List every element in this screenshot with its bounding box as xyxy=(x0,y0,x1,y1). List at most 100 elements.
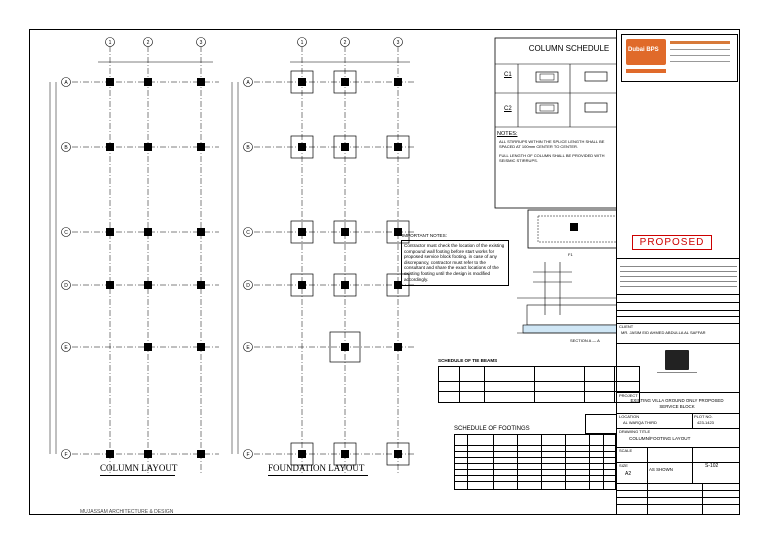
grid-bubble xyxy=(61,449,71,459)
grid-label: B xyxy=(246,145,250,151)
grid-label: A xyxy=(246,80,250,86)
column-mark xyxy=(341,343,349,351)
column-mark xyxy=(197,78,205,86)
grid-bubble xyxy=(243,342,253,352)
grid-label: A xyxy=(64,80,68,86)
sheet-number: S-102 xyxy=(705,463,719,469)
column-mark xyxy=(144,78,152,86)
size-value: A2 xyxy=(625,471,632,477)
tie-beam-schedule-title: SCHEDULE OF TIE BEAMS xyxy=(438,358,498,363)
sheet-border xyxy=(29,29,740,515)
column-mark xyxy=(394,78,402,86)
size-label: SIZE xyxy=(619,463,628,468)
grid-label: D xyxy=(64,283,68,289)
location-value: AL WARQA THIRD xyxy=(623,420,657,425)
column-mark xyxy=(394,281,402,289)
c2-label: C2 xyxy=(504,106,512,112)
column-mark xyxy=(341,228,349,236)
footing-mark xyxy=(329,331,361,363)
dubai-bps-logo xyxy=(626,39,666,65)
proposed-stamp: PROPOSED xyxy=(632,235,712,250)
grid-label: B xyxy=(64,145,68,151)
grid-label: F xyxy=(246,452,249,458)
c1-section xyxy=(535,71,559,83)
column-mark xyxy=(144,143,152,151)
column-mark xyxy=(144,450,152,458)
grid-bubble xyxy=(196,37,206,47)
footing-schedule-title: SCHEDULE OF FOOTINGS xyxy=(454,426,530,432)
drawing-title-value: COLUMN/FOOTING LAYOUT xyxy=(629,436,691,441)
column-mark xyxy=(144,343,152,351)
grid-bubble xyxy=(297,37,307,47)
footing-mark xyxy=(386,135,410,159)
grid-label: C xyxy=(246,230,250,236)
grid-bubble xyxy=(61,227,71,237)
column-mark xyxy=(394,228,402,236)
column-layout-title: COLUMN LAYOUT xyxy=(100,463,178,473)
grid-label: 1 xyxy=(109,40,112,46)
grid-bubble xyxy=(243,227,253,237)
notes-title: NOTES: xyxy=(497,131,518,137)
grid-bubble xyxy=(243,280,253,290)
footing-mark xyxy=(290,135,314,159)
column-mark xyxy=(298,143,306,151)
drawing-title-label: DRAWING TITLE xyxy=(619,429,651,434)
foundation-layout-title: FOUNDATION LAYOUT xyxy=(268,463,365,473)
column-mark xyxy=(106,450,114,458)
column-mark xyxy=(341,78,349,86)
column-mark xyxy=(394,343,402,351)
scale-label: SCALE xyxy=(619,448,633,453)
consultant-logo xyxy=(647,350,707,376)
footing-mark xyxy=(290,70,314,94)
grid-label: F xyxy=(64,452,67,458)
column-mark xyxy=(341,450,349,458)
footing-mark xyxy=(333,220,357,244)
tie-beam-schedule-table xyxy=(438,366,640,403)
grid-label: C xyxy=(64,230,68,236)
svg-text:F1: F1 xyxy=(568,252,573,257)
column-mark xyxy=(341,281,349,289)
title-underline xyxy=(100,475,175,476)
grid-bubble xyxy=(61,77,71,87)
column-schedule-box xyxy=(494,37,616,209)
title-block: Dubai BPS PROPOSED CLIENT MR. JASIM EID … xyxy=(616,30,740,514)
column-mark xyxy=(106,78,114,86)
column-mark xyxy=(144,281,152,289)
column-mark xyxy=(298,78,306,86)
note-1: ALL STIRRUPS WITHIN THE SPLICE LENGTH SH… xyxy=(499,139,605,149)
grid-bubble xyxy=(61,280,71,290)
column-mark xyxy=(197,450,205,458)
grid-bubble xyxy=(340,37,350,47)
scale-value: AS SHOWN xyxy=(649,467,673,472)
column-mark xyxy=(394,143,402,151)
column-mark xyxy=(298,281,306,289)
project-name: EXISTING VILLA GROUND ONLY PROPOSED SERV… xyxy=(630,398,724,409)
grid-label: 3 xyxy=(397,40,400,46)
grid-bubble xyxy=(243,142,253,152)
grid-bubble xyxy=(393,37,403,47)
title-underline xyxy=(268,475,368,476)
footing-plan-detail xyxy=(527,209,616,249)
footing-mark xyxy=(333,442,357,466)
footing-mark xyxy=(333,273,357,297)
footing-mark xyxy=(386,220,410,244)
c2-section xyxy=(535,102,559,114)
column-mark xyxy=(106,143,114,151)
footing-mark xyxy=(333,70,357,94)
grid-label: E xyxy=(64,345,68,351)
column-mark xyxy=(298,450,306,458)
important-notes-box: Contractor must check the location of th… xyxy=(401,240,509,286)
column-mark xyxy=(298,228,306,236)
grid-label: E xyxy=(246,345,250,351)
client-label: CLIENT xyxy=(619,324,634,329)
svg-text:SECTION A — A: SECTION A — A xyxy=(570,338,600,343)
column-schedule-title: COLUMN SCHEDULE xyxy=(528,44,610,53)
grid-label: D xyxy=(246,283,250,289)
footing-mark xyxy=(333,135,357,159)
plot-label: PLOT NO. xyxy=(694,414,713,419)
grid-label: 2 xyxy=(344,40,347,46)
grid-bubble xyxy=(61,142,71,152)
